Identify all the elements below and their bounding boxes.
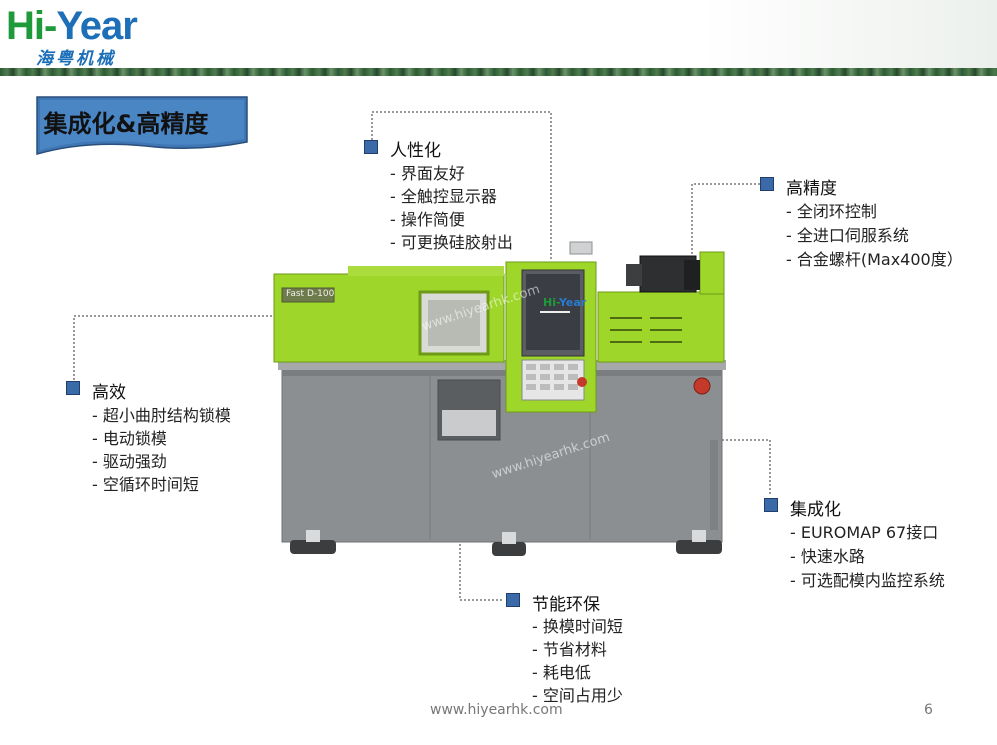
section-energy-item: - 空间占用少 (532, 686, 623, 705)
section-precision-item: - 全闭环控制 (786, 202, 877, 221)
footer-url: www.hiyearhk.com (430, 702, 563, 718)
section-integration-item: - 快速水路 (790, 547, 865, 566)
bullet-square-icon (364, 140, 378, 154)
screen-logo-year: Year (558, 296, 587, 309)
section-efficiency-heading: 高效 (92, 383, 126, 403)
logo-text-hi: Hi- (6, 4, 57, 48)
section-energy-item: - 节省材料 (532, 640, 607, 659)
company-logo: Hi-Year (6, 4, 138, 48)
section-humanize-item: - 可更换硅胶射出 (390, 233, 513, 252)
section-efficiency-item: - 空循环时间短 (92, 475, 199, 494)
section-efficiency-item: - 驱动强劲 (92, 452, 167, 471)
section-humanize-item: - 全触控显示器 (390, 187, 497, 206)
section-energy-heading: 节能环保 (532, 595, 600, 615)
section-precision-item: - 合金螺杆(Max400度） (786, 250, 963, 269)
section-humanize-heading: 人性化 (390, 141, 441, 161)
section-integration-item: - 可选配模内监控系统 (790, 571, 945, 590)
section-energy-item: - 换模时间短 (532, 617, 623, 636)
section-energy-item: - 耗电低 (532, 663, 591, 682)
section-efficiency-item: - 超小曲肘结构锁模 (92, 406, 231, 425)
page-number: 6 (924, 702, 933, 718)
bullet-square-icon (760, 177, 774, 191)
section-integration-item: - EUROMAP 67接口 (790, 523, 939, 542)
bullet-square-icon (506, 593, 520, 607)
page-title: 集成化&高精度 (43, 110, 209, 138)
bullet-square-icon (764, 498, 778, 512)
bullet-square-icon (66, 381, 80, 395)
header-background (700, 0, 997, 68)
section-efficiency-item: - 电动锁模 (92, 429, 167, 448)
section-humanize-item: - 界面友好 (390, 164, 465, 183)
logo-chinese-name: 海粤机械 (36, 49, 116, 69)
title-banner (36, 96, 248, 155)
section-humanize-item: - 操作简便 (390, 210, 465, 229)
screen-logo: Hi-Year (543, 296, 586, 309)
section-integration-heading: 集成化 (790, 500, 841, 520)
logo-text-year: Year (56, 4, 138, 48)
section-precision-heading: 高精度 (786, 179, 837, 199)
section-precision-item: - 全进口伺服系统 (786, 226, 909, 245)
machine-model-label: Fast D-100 (286, 289, 335, 299)
injection-molding-machine-image (273, 241, 726, 556)
header-decorative-band (0, 68, 997, 76)
screen-logo-hi: Hi- (543, 296, 559, 309)
